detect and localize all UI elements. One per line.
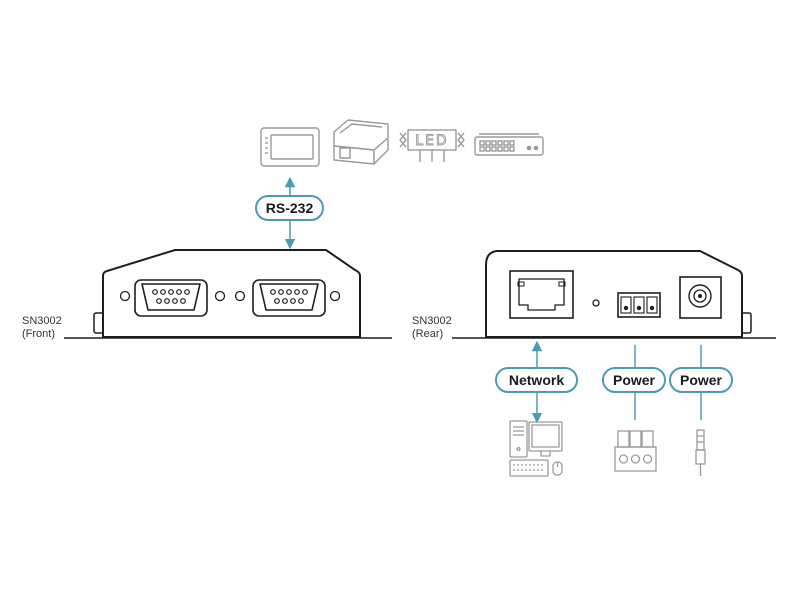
computer-icon [509,420,563,477]
front-side-label: (Front) [22,328,55,340]
jack-power-label: Power [680,372,723,388]
touch-panel-icon [260,127,320,167]
rear-side-label: (Rear) [412,328,443,340]
db9-port-1 [134,279,208,317]
rear-model-label: SN3002 [412,315,452,327]
network-label: Network [509,372,564,388]
db9-port-2 [252,279,326,317]
dc-jack-port [679,276,722,319]
led-sign-icon: LED [399,129,465,162]
jack-power-label-pill: Power [669,367,733,393]
rs232-label-pill: RS-232 [255,195,324,221]
switch-icon [474,133,544,156]
terminal-power-label-pill: Power [602,367,666,393]
projector-icon [333,119,389,165]
dc-plug-icon [695,429,706,476]
front-model-label: SN3002 [22,315,62,327]
rj45-port [509,270,574,319]
terminal-power-label: Power [613,372,656,388]
terminal-block-icon [614,430,657,472]
rs232-label: RS-232 [266,200,314,216]
led-sign-text: LED [415,133,448,149]
network-label-pill: Network [495,367,578,393]
terminal-block-port [617,292,661,318]
